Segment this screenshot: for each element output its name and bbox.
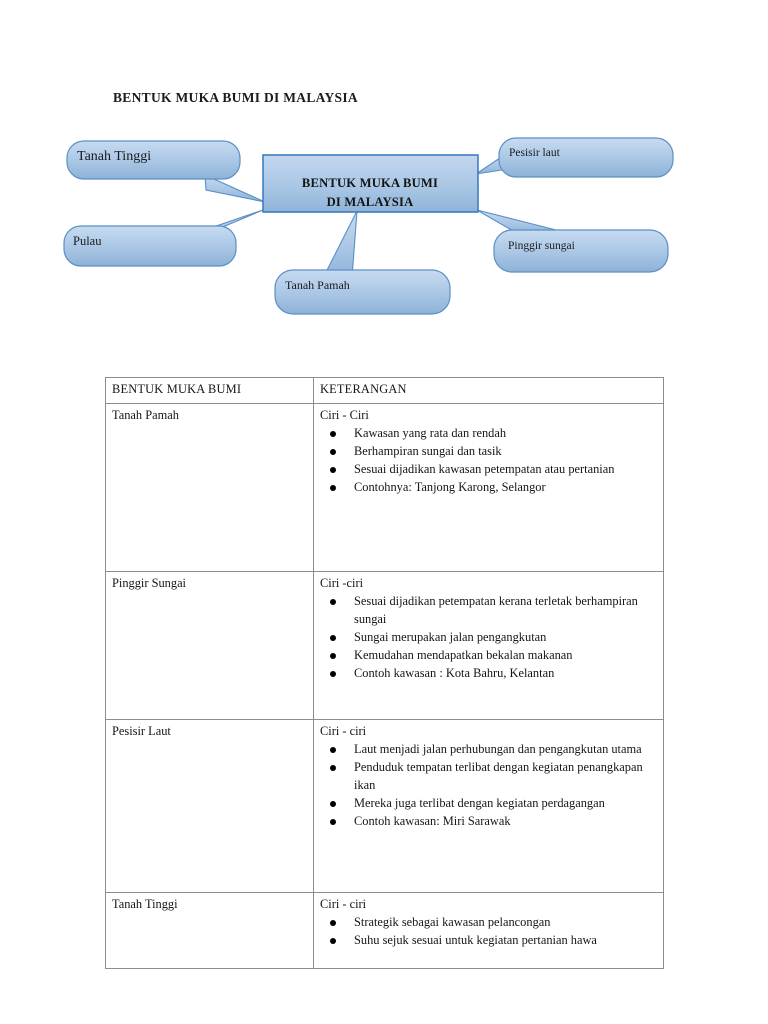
row-form-cell: Tanah Tinggi <box>105 891 314 969</box>
list-item: Suhu sejuk sesuai untuk kegiatan pertani… <box>320 932 657 950</box>
table-row: Tanah Tinggi Ciri - ciri Strategik sebag… <box>105 891 664 969</box>
row-description-cell: Ciri -ciri Sesuai dijadikan petempatan k… <box>313 570 664 720</box>
callout-shape-tanah-pamah[interactable] <box>274 269 451 315</box>
list-item: Berhampiran sungai dan tasik <box>320 443 657 461</box>
list-item: Sesuai dijadikan kawasan petempatan atau… <box>320 461 657 479</box>
list-item: Contoh kawasan: Miri Sarawak <box>320 813 657 831</box>
list-item: Sesuai dijadikan petempatan kerana terle… <box>320 593 657 628</box>
ciri-list: Laut menjadi jalan perhubungan dan penga… <box>320 741 657 830</box>
row-form-label: Tanah Tinggi <box>112 896 178 911</box>
table-header-row: BENTUK MUKA BUMI KETERANGAN <box>105 377 664 404</box>
table-row: Pesisir Laut Ciri - ciri Laut menjadi ja… <box>105 718 664 893</box>
row-form-cell: Pesisir Laut <box>105 718 314 893</box>
table-row: Tanah Pamah Ciri - Ciri Kawasan yang rat… <box>105 402 664 572</box>
center-node-shape[interactable] <box>262 154 479 213</box>
list-item: Contoh kawasan : Kota Bahru, Kelantan <box>320 665 657 683</box>
row-description-cell: Ciri - ciri Strategik sebagai kawasan pe… <box>313 891 664 969</box>
landform-table: BENTUK MUKA BUMI KETERANGAN Tanah Pamah … <box>105 377 664 969</box>
list-item: Contohnya: Tanjong Karong, Selangor <box>320 479 657 497</box>
ciri-list: Strategik sebagai kawasan pelancongan Su… <box>320 914 657 950</box>
mind-map-diagram: BENTUK MUKA BUMI DI MALAYSIA Tanah Tingg… <box>0 130 768 330</box>
center-node-line1: BENTUK MUKA BUMI <box>301 176 439 190</box>
list-item: Sungai merupakan jalan pengangkutan <box>320 629 657 647</box>
center-node-label: BENTUK MUKA BUMI DI MALAYSIA <box>262 174 478 212</box>
row-description-cell: Ciri - Ciri Kawasan yang rata dan rendah… <box>313 402 664 572</box>
list-item: Kawasan yang rata dan rendah <box>320 425 657 443</box>
landform-table-wrapper: BENTUK MUKA BUMI KETERANGAN Tanah Pamah … <box>105 377 664 969</box>
ciri-heading: Ciri - ciri <box>320 896 367 911</box>
row-form-cell: Tanah Pamah <box>105 402 314 572</box>
table-header-cell-form: BENTUK MUKA BUMI <box>105 377 314 404</box>
connector-tail-tanah-tinggi <box>204 174 266 203</box>
ciri-heading: Ciri - Ciri <box>320 407 369 422</box>
ciri-list: Sesuai dijadikan petempatan kerana terle… <box>320 593 657 682</box>
ciri-heading: Ciri -ciri <box>320 575 364 590</box>
callout-shape-pinggir-sungai[interactable] <box>493 229 669 273</box>
row-form-label: Pesisir Laut <box>112 723 171 738</box>
ciri-heading: Ciri - ciri <box>320 723 367 738</box>
table-header-cell-description: KETERANGAN <box>313 377 664 404</box>
list-item: Mereka juga terlibat dengan kegiatan per… <box>320 795 657 813</box>
list-item: Laut menjadi jalan perhubungan dan penga… <box>320 741 657 759</box>
center-node-line2: DI MALAYSIA <box>326 195 414 209</box>
table-row: Pinggir Sungai Ciri -ciri Sesuai dijadik… <box>105 570 664 720</box>
row-description-cell: Ciri - ciri Laut menjadi jalan perhubung… <box>313 718 664 893</box>
callout-shape-tanah-tinggi[interactable] <box>66 140 241 180</box>
callout-shape-pesisir-laut[interactable] <box>498 137 674 178</box>
list-item: Kemudahan mendapatkan bekalan makanan <box>320 647 657 665</box>
row-form-label: Tanah Pamah <box>112 407 179 422</box>
list-item: Penduduk tempatan terlibat dengan kegiat… <box>320 759 657 794</box>
page-title: BENTUK MUKA BUMI DI MALAYSIA <box>113 90 358 105</box>
ciri-list: Kawasan yang rata dan rendah Berhampiran… <box>320 425 657 497</box>
callout-shape-pulau[interactable] <box>63 225 237 267</box>
list-item: Strategik sebagai kawasan pelancongan <box>320 914 657 932</box>
diagram-shapes <box>63 137 674 315</box>
row-form-cell: Pinggir Sungai <box>105 570 314 720</box>
row-form-label: Pinggir Sungai <box>112 575 187 590</box>
